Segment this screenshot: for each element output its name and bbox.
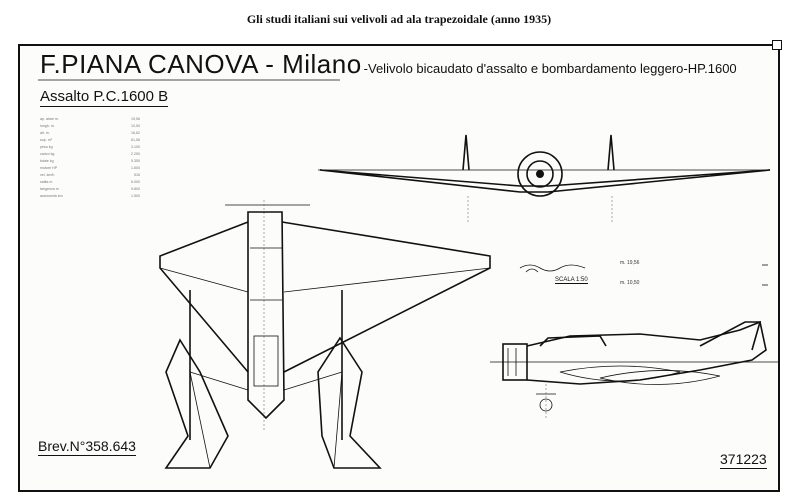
spec-row: ap. alare m. 19,56 bbox=[40, 116, 140, 123]
spec-row: alt. m. 16,62 bbox=[40, 130, 140, 137]
drawing-sheet: F.PIANA CANOVA - Milano-Velivolo bicauda… bbox=[18, 44, 780, 492]
spec-row: motore HP 1.600 bbox=[40, 165, 140, 172]
spec-value: 516 bbox=[134, 173, 140, 177]
side-view bbox=[490, 320, 780, 420]
spec-row: peso kg 3.100 bbox=[40, 144, 140, 151]
drawing-subtitle: Assalto P.C.1600 B bbox=[40, 88, 169, 107]
patent-number: Brev.N°358.643 bbox=[38, 438, 136, 456]
spec-row: sup. m² 61,56 bbox=[40, 137, 140, 144]
spec-value: 61,56 bbox=[131, 138, 140, 142]
spec-row: lungh. m. 10,50 bbox=[40, 123, 140, 130]
spec-table: ap. alare m. 19,56 lungh. m. 10,50 alt. m. 16… bbox=[40, 116, 140, 200]
spec-row: salita m 6.000 bbox=[40, 179, 140, 186]
spec-label: autonomia km bbox=[40, 194, 63, 198]
spec-label: totale kg bbox=[40, 159, 54, 163]
designer-signature bbox=[519, 264, 586, 273]
drawing-title: F.PIANA CANOVA - Milano bbox=[40, 49, 362, 79]
spec-value: 10,50 bbox=[131, 124, 140, 128]
spec-label: motore HP bbox=[40, 166, 58, 170]
spec-label: peso kg bbox=[40, 145, 53, 149]
spec-row: autonomia km 1.500 bbox=[40, 193, 140, 200]
spec-label: alt. m. bbox=[40, 131, 50, 135]
dimension-label-1: m. 19,56 bbox=[620, 260, 640, 266]
spec-value: 3.100 bbox=[131, 145, 140, 149]
scale-label: SCALA 1:50 bbox=[555, 277, 588, 284]
spec-label: lungh. m. bbox=[40, 124, 55, 128]
spec-label: ap. alare m. bbox=[40, 117, 59, 121]
spec-value: 2.250 bbox=[131, 152, 140, 156]
spec-value: 16,62 bbox=[131, 131, 140, 135]
spec-value: 9.800 bbox=[131, 187, 140, 191]
spec-row: vel. km/h 516 bbox=[40, 172, 140, 179]
spec-label: salita m bbox=[40, 180, 53, 184]
spec-value: 5.350 bbox=[131, 159, 140, 163]
spec-value: 1.600 bbox=[131, 166, 140, 170]
dimension-label-2: m. 10,50 bbox=[620, 280, 640, 286]
title-line: F.PIANA CANOVA - Milano-Velivolo bicauda… bbox=[40, 49, 737, 80]
spec-value: 1.500 bbox=[131, 194, 140, 198]
spec-label: tangenza m bbox=[40, 187, 59, 191]
drawing-title-description: -Velivolo bicaudato d'assalto e bombarda… bbox=[363, 61, 737, 76]
drawing-number: 371223 bbox=[720, 451, 767, 469]
corner-mark bbox=[772, 40, 782, 50]
spec-value: 19,56 bbox=[131, 117, 140, 121]
spec-row: totale kg 5.350 bbox=[40, 158, 140, 165]
spec-label: carico kg bbox=[40, 152, 55, 156]
spec-value: 6.000 bbox=[131, 180, 140, 184]
spec-row: carico kg 2.250 bbox=[40, 151, 140, 158]
page-caption: Gli studi italiani sui velivoli ad ala t… bbox=[246, 12, 552, 26]
front-view bbox=[318, 134, 771, 222]
plan-view bbox=[159, 200, 491, 469]
spec-label: sup. m² bbox=[40, 138, 52, 142]
spec-row: tangenza m 9.800 bbox=[40, 186, 140, 193]
spec-label: vel. km/h bbox=[40, 173, 55, 177]
